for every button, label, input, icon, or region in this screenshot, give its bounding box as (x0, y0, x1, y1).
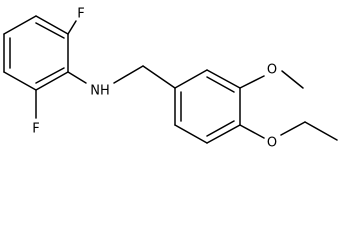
double-bond-inner (206, 120, 235, 137)
bond (174, 124, 208, 144)
double-bond-inner (206, 76, 235, 93)
bond-ch2-ch3 (304, 121, 338, 141)
atom-f-bottom: F (32, 122, 39, 137)
atom-o-methoxy: O (267, 63, 277, 78)
bond-c-f-top (67, 20, 77, 35)
double-bond-inner (35, 67, 65, 84)
bond-ch2-c (142, 65, 176, 89)
double-bond-inner (35, 22, 65, 39)
atom-nh: NH (90, 84, 110, 99)
bond-c-n (67, 71, 87, 84)
bond-o-ch2 (280, 121, 306, 136)
bond (3, 71, 37, 91)
bond-n-ch2 (113, 65, 144, 84)
bond-o-ch3 (281, 70, 304, 89)
bond (35, 15, 69, 35)
bond (35, 71, 69, 91)
bond (3, 15, 37, 35)
bond (206, 69, 241, 89)
difluorophenyl-ring (3, 15, 69, 91)
bond (206, 124, 241, 144)
bond-c-o-ethoxy (239, 124, 265, 139)
bond-c-o-methoxy (239, 75, 265, 89)
bond (174, 69, 208, 89)
dialkoxyphenyl-ring (174, 69, 241, 144)
atom-f-top: F (77, 7, 84, 22)
chemical-structure-diagram: F F NH O O (3, 7, 338, 151)
atom-o-ethoxy: O (267, 136, 277, 151)
